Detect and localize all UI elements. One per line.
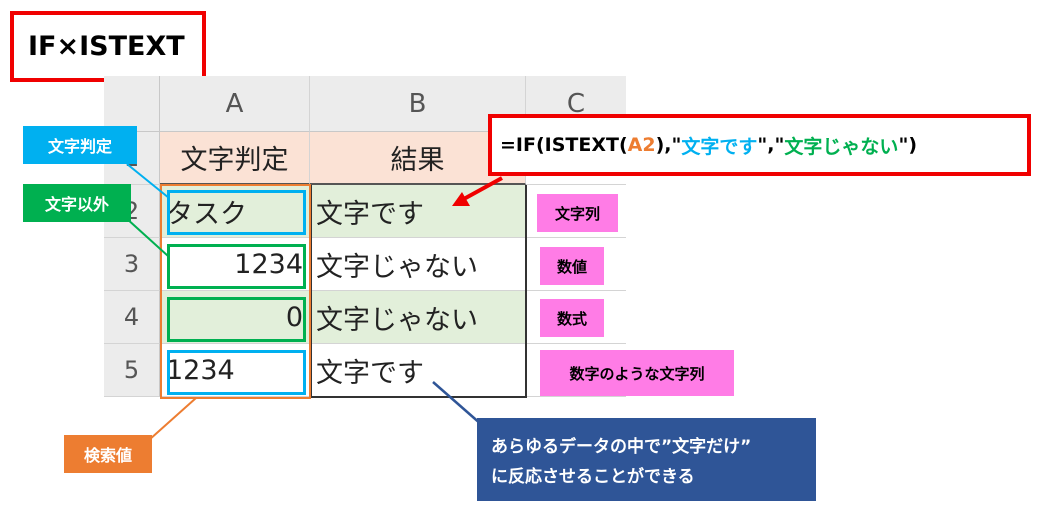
cell-c5[interactable] — [526, 344, 626, 397]
tag-string: 文字列 — [537, 194, 618, 232]
highlight-a2-blue — [167, 190, 306, 235]
highlight-a5-blue — [167, 350, 306, 395]
column-header-a[interactable]: A — [160, 76, 310, 132]
callout-non-text: 文字以外 — [23, 184, 131, 222]
tag-numeric-string: 数字のような文字列 — [540, 350, 734, 396]
cell-a5[interactable]: 1234 — [160, 344, 310, 397]
connector-criteria — [126, 163, 170, 199]
formula-false-text: 文字じゃない — [784, 135, 899, 158]
cell-a1[interactable]: 文字判定 — [160, 132, 310, 185]
cell-b4[interactable]: 文字じゃない — [310, 291, 526, 344]
connector-lookup — [148, 397, 197, 441]
cell-c4[interactable] — [526, 291, 626, 344]
connector-note — [432, 381, 483, 426]
highlight-a4-green — [167, 297, 306, 342]
cell-b1[interactable]: 結果 — [310, 132, 526, 185]
formula-part3: "," — [757, 134, 785, 156]
formula-part4: ") — [898, 134, 918, 156]
tag-formula: 数式 — [540, 299, 604, 337]
formula-box: =IF(ISTEXT(A2),"文字です","文字じゃない") — [488, 114, 1031, 176]
cell-c1[interactable] — [526, 132, 626, 185]
formula-ref: A2 — [627, 134, 656, 156]
select-all-corner[interactable] — [104, 76, 160, 132]
formula-part2: )," — [655, 134, 682, 156]
tag-number: 数値 — [540, 247, 604, 285]
cell-b2[interactable]: 文字です — [310, 185, 526, 238]
cell-c3[interactable] — [526, 238, 626, 291]
note-line-1: あらゆるデータの中で”文字だけ” — [491, 437, 752, 457]
connector-non-text — [125, 217, 169, 257]
cell-c2[interactable] — [526, 185, 626, 238]
row-header-5[interactable]: 5 — [104, 344, 160, 397]
formula-true-text: 文字です — [681, 135, 758, 158]
note-line-2: に反応させることができる — [491, 467, 695, 487]
formula-part1: =IF(ISTEXT( — [500, 134, 628, 156]
explanation-note: あらゆるデータの中で”文字だけ” に反応させることができる — [477, 418, 816, 501]
callout-criteria: 文字判定 — [23, 126, 137, 164]
highlight-a3-green — [167, 244, 306, 289]
row-header-3[interactable]: 3 — [104, 238, 160, 291]
result-range-border — [310, 185, 527, 398]
cell-a3[interactable]: 1234 — [160, 238, 310, 291]
row-header-4[interactable]: 4 — [104, 291, 160, 344]
callout-lookup: 検索値 — [64, 435, 152, 473]
formula-arrow — [461, 176, 503, 202]
lookup-range-highlight — [160, 184, 311, 399]
cell-b3[interactable]: 文字じゃない — [310, 238, 526, 291]
formula-arrowhead — [452, 192, 470, 206]
